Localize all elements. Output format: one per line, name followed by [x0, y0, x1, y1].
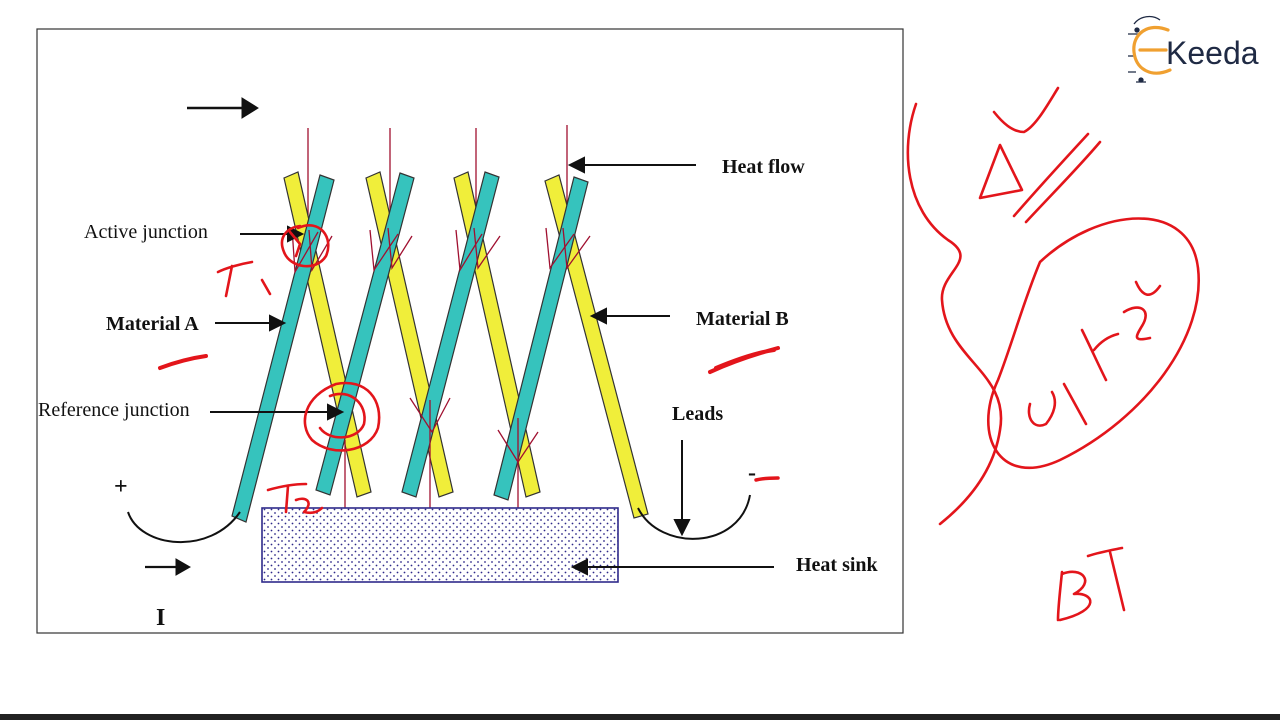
- ink-circle-active-junction: [280, 224, 330, 268]
- ink-dash-right: [708, 346, 780, 374]
- label-leads: Leads: [672, 403, 723, 425]
- material-b-bar: [544, 174, 649, 519]
- ink-v: [992, 86, 1060, 134]
- video-bottom-bar: [0, 714, 1280, 720]
- material-a-bar: [401, 171, 500, 498]
- ink-delta: [978, 143, 1024, 200]
- ink-equals: [1012, 132, 1102, 224]
- current-direction-arrow-bottom: [145, 558, 192, 576]
- label-material-b: Material B: [696, 308, 789, 330]
- ink-t1: [216, 260, 272, 298]
- ink-v1-v2: [1027, 280, 1162, 427]
- label-plus: +: [114, 474, 128, 500]
- label-minus: -: [748, 460, 756, 486]
- handwritten-annotations: [158, 86, 1201, 622]
- ink-ellipse: [987, 217, 1201, 470]
- lead-right: [637, 494, 751, 540]
- ink-minus-mark: [754, 476, 780, 482]
- ink-bt: [1056, 546, 1126, 622]
- ink-circle-reference-junction: [303, 381, 381, 452]
- material-a-bar: [315, 172, 415, 496]
- logo-circuit-icon: [1128, 15, 1161, 83]
- logo-e-mark: [1132, 25, 1172, 75]
- heat-sink: [261, 507, 619, 583]
- ink-dash-left: [158, 354, 208, 370]
- material-a-bar: [231, 174, 335, 523]
- ink-t2: [266, 482, 324, 515]
- label-active-junction: Active junction: [84, 221, 208, 243]
- label-material-a: Material A: [106, 313, 199, 335]
- label-heat-sink: Heat sink: [796, 554, 879, 576]
- pointer-arrows: [210, 156, 774, 576]
- ink-sweep: [906, 102, 1003, 526]
- current-direction-arrow-top: [187, 97, 259, 119]
- ekeeda-logo: Keeda: [1128, 15, 1259, 83]
- label-reference-junction: Reference junction: [38, 399, 190, 421]
- heat-flow-arrowheads: [291, 227, 591, 275]
- label-current: I: [156, 605, 165, 631]
- lead-left: [127, 511, 241, 544]
- logo-text: Keeda: [1166, 35, 1259, 71]
- label-heat-flow: Heat flow: [722, 156, 805, 178]
